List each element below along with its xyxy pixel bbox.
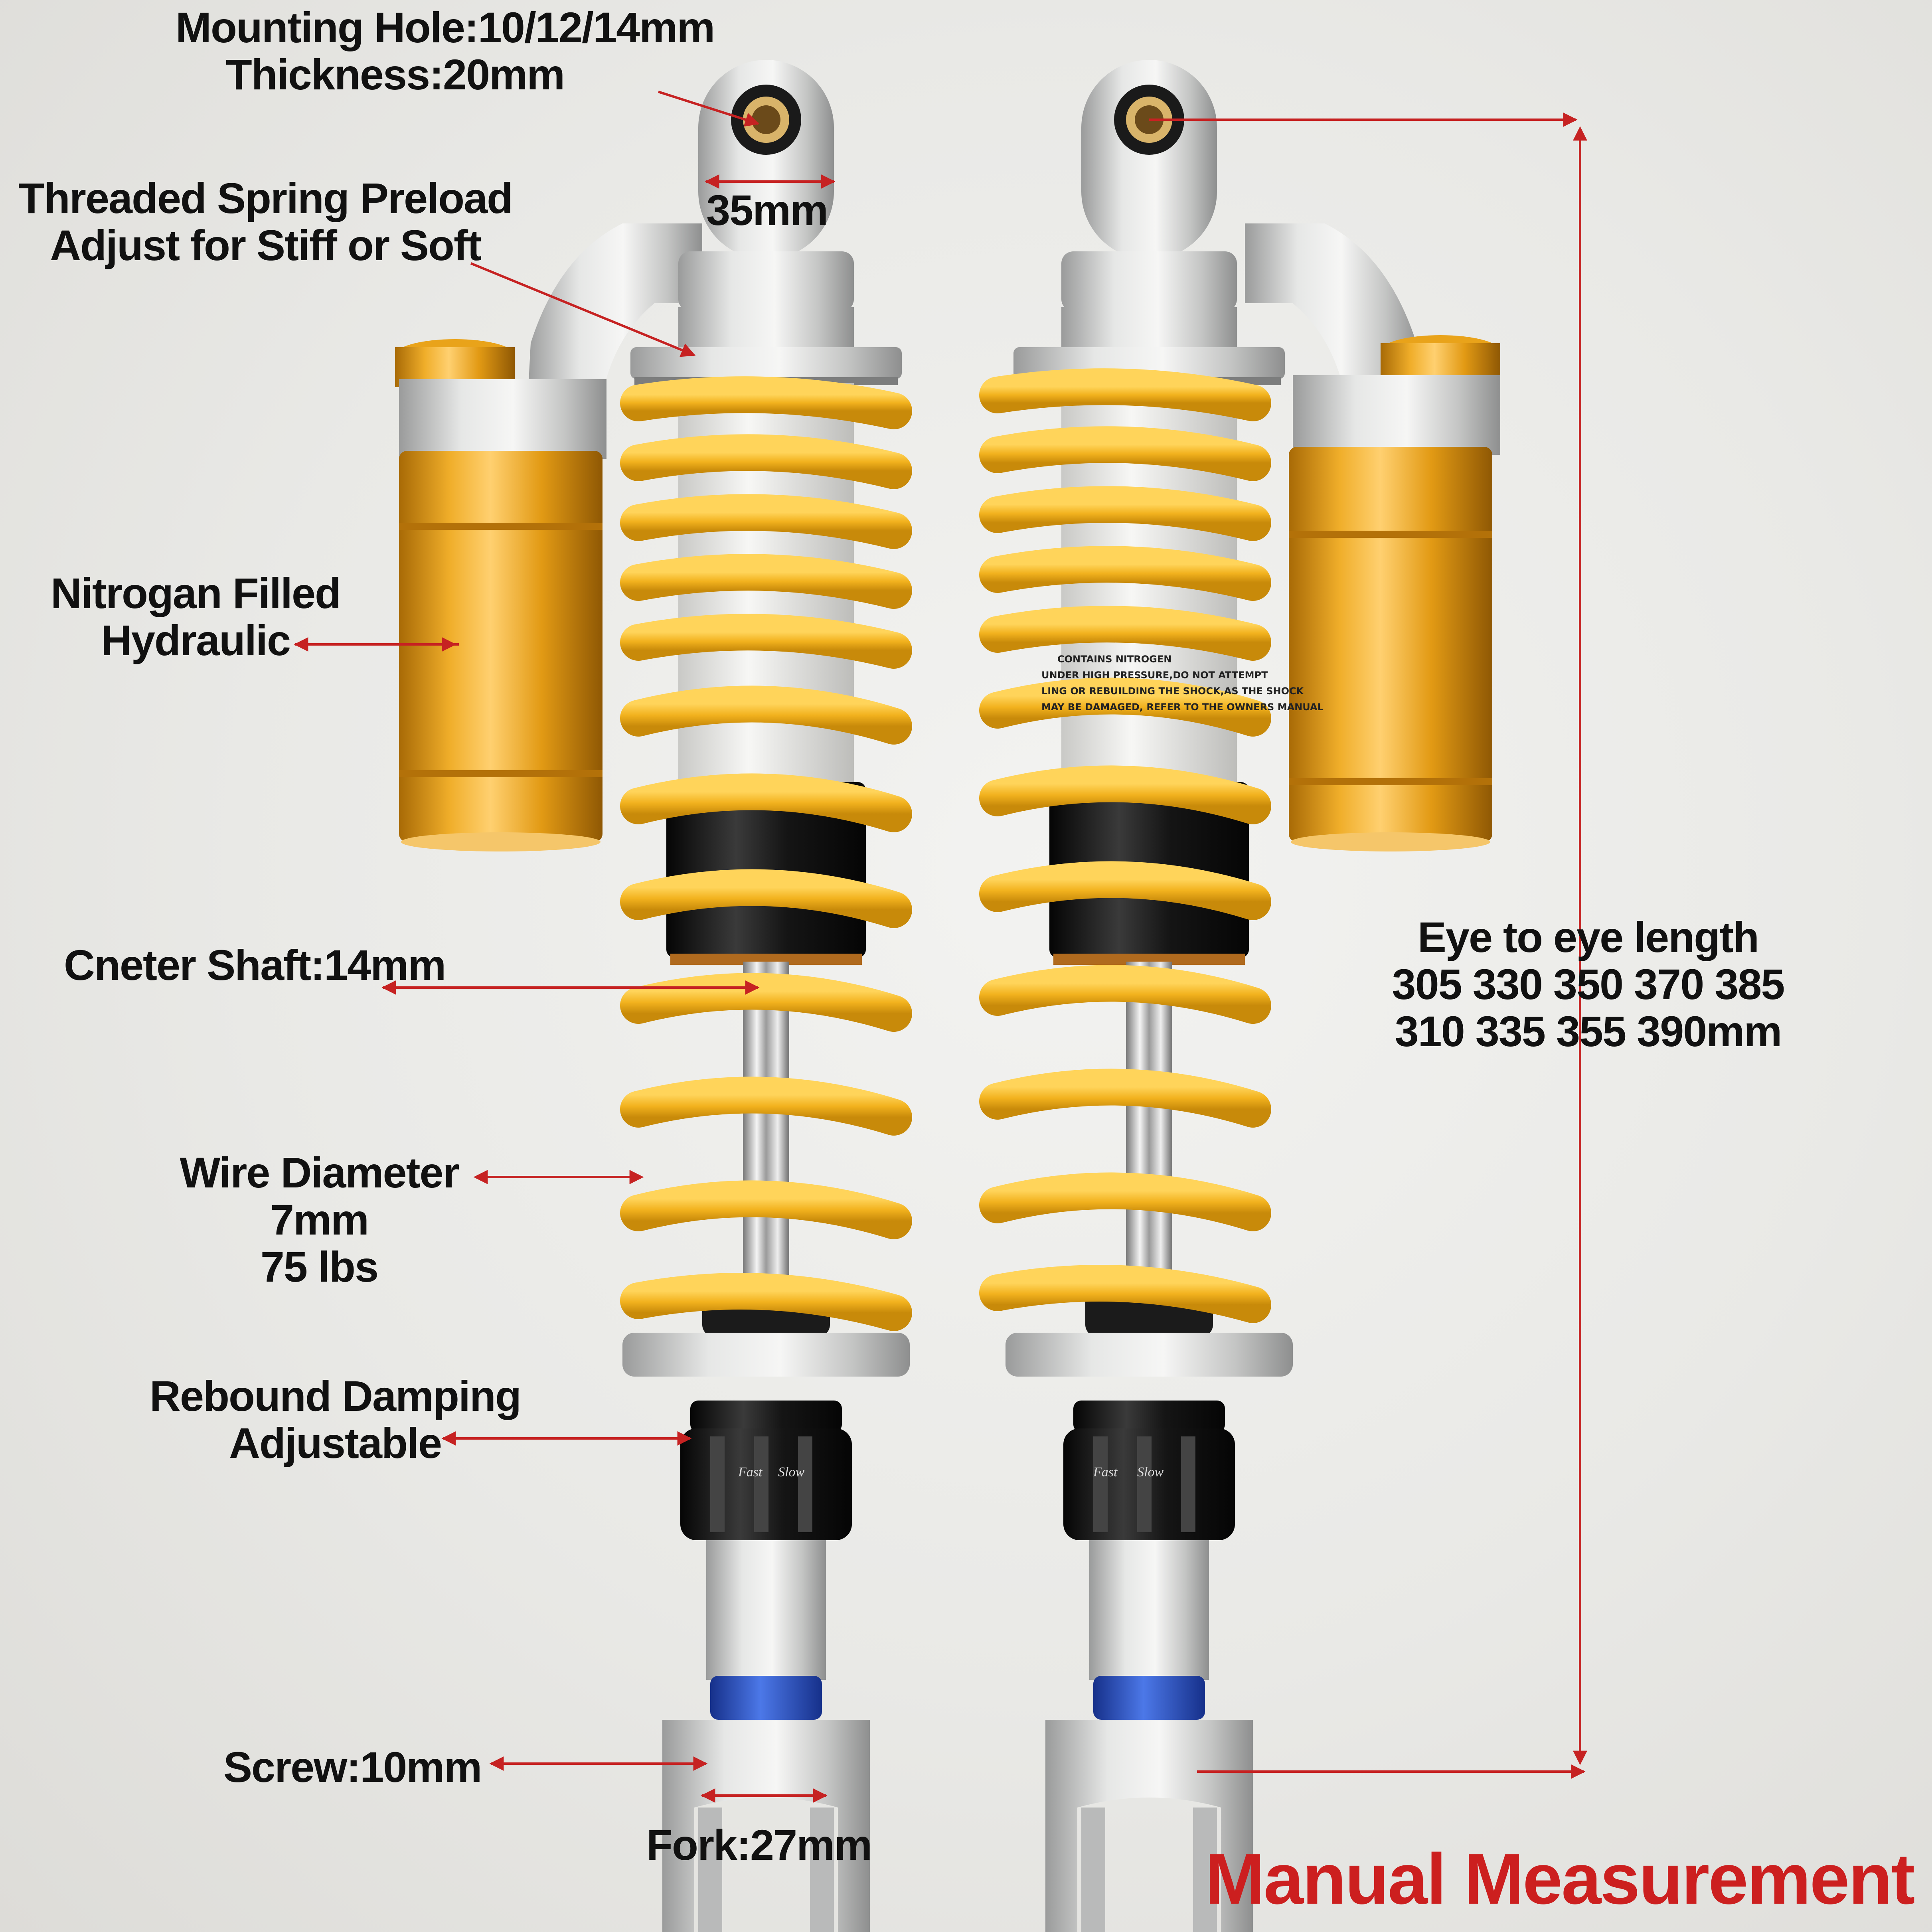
nitrogen-line-2: Hydraulic [101, 616, 291, 664]
arrow-preload [470, 262, 696, 357]
mounting-hole-label: Mounting Hole:10/12/14mm Thickness:20mm [176, 3, 715, 99]
adjuster-slow-label-left: Slow [778, 1465, 804, 1480]
nitrogen-label: Nitrogan Filled Hydraulic [44, 570, 347, 664]
wire-line-2: 7mm [270, 1195, 369, 1244]
eye-to-eye-label: Eye to eye length 305 330 350 370 385 31… [1293, 914, 1883, 1055]
rebound-line-2: Adjustable [229, 1419, 442, 1467]
eye-to-eye-title: Eye to eye length [1417, 913, 1759, 961]
rebound-label: Rebound Damping Adjustable [140, 1373, 531, 1467]
wire-line-3: 75 lbs [260, 1243, 379, 1291]
svg-text:UNDER HIGH PRESSURE,DO NOT ATT: UNDER HIGH PRESSURE,DO NOT ATTEMPT [1041, 670, 1268, 681]
right-shock: CONTAINS NITROGEN UNDER HIGH PRESSURE,DO… [998, 60, 1500, 1932]
rebound-line-1: Rebound Damping [150, 1372, 522, 1420]
nitrogen-line-1: Nitrogan Filled [51, 569, 341, 617]
manual-measurement-label: Manual Measurement [1205, 1839, 1915, 1919]
left-shock: Fast Slow [395, 60, 910, 1932]
svg-text:LING OR REBUILDING THE SHOCK,A: LING OR REBUILDING THE SHOCK,AS THE SHOC… [1041, 685, 1304, 697]
warning-sticker: CONTAINS NITROGEN UNDER HIGH PRESSURE,DO… [1041, 654, 1324, 713]
wire-line-1: Wire Diameter [180, 1148, 459, 1197]
screw-label: Screw:10mm [223, 1743, 482, 1791]
eye-to-eye-row-1: 305 330 350 370 385 [1392, 960, 1785, 1008]
adjuster-fast-label-right: Fast [1093, 1465, 1118, 1480]
fork-label: Fork:27mm [646, 1821, 872, 1869]
preload-line-2: Adjust for Stiff or Soft [50, 221, 482, 269]
preload-label: Threaded Spring Preload Adjust for Stiff… [8, 175, 523, 269]
eye-width-label: 35mm [706, 186, 828, 234]
svg-text:CONTAINS NITROGEN: CONTAINS NITROGEN [1057, 654, 1171, 665]
arrow-mounting-hole [658, 91, 760, 127]
annotation-arrows [294, 91, 1587, 1803]
mounting-hole-text: Mounting Hole:10/12/14mm [176, 3, 715, 51]
adjuster-fast-label-left: Fast [738, 1465, 763, 1480]
eye-to-eye-row-2: 310 335 355 390mm [1395, 1007, 1782, 1055]
adjuster-slow-label-right: Slow [1137, 1465, 1164, 1480]
thickness-text: Thickness:20mm [225, 50, 565, 99]
center-shaft-label: Cneter Shaft:14mm [64, 941, 446, 989]
svg-text:MAY BE DAMAGED, REFER TO THE O: MAY BE DAMAGED, REFER TO THE OWNERS MANU… [1041, 701, 1324, 713]
preload-line-1: Threaded Spring Preload [18, 174, 513, 222]
wire-diameter-label: Wire Diameter 7mm 75 lbs [152, 1149, 487, 1290]
